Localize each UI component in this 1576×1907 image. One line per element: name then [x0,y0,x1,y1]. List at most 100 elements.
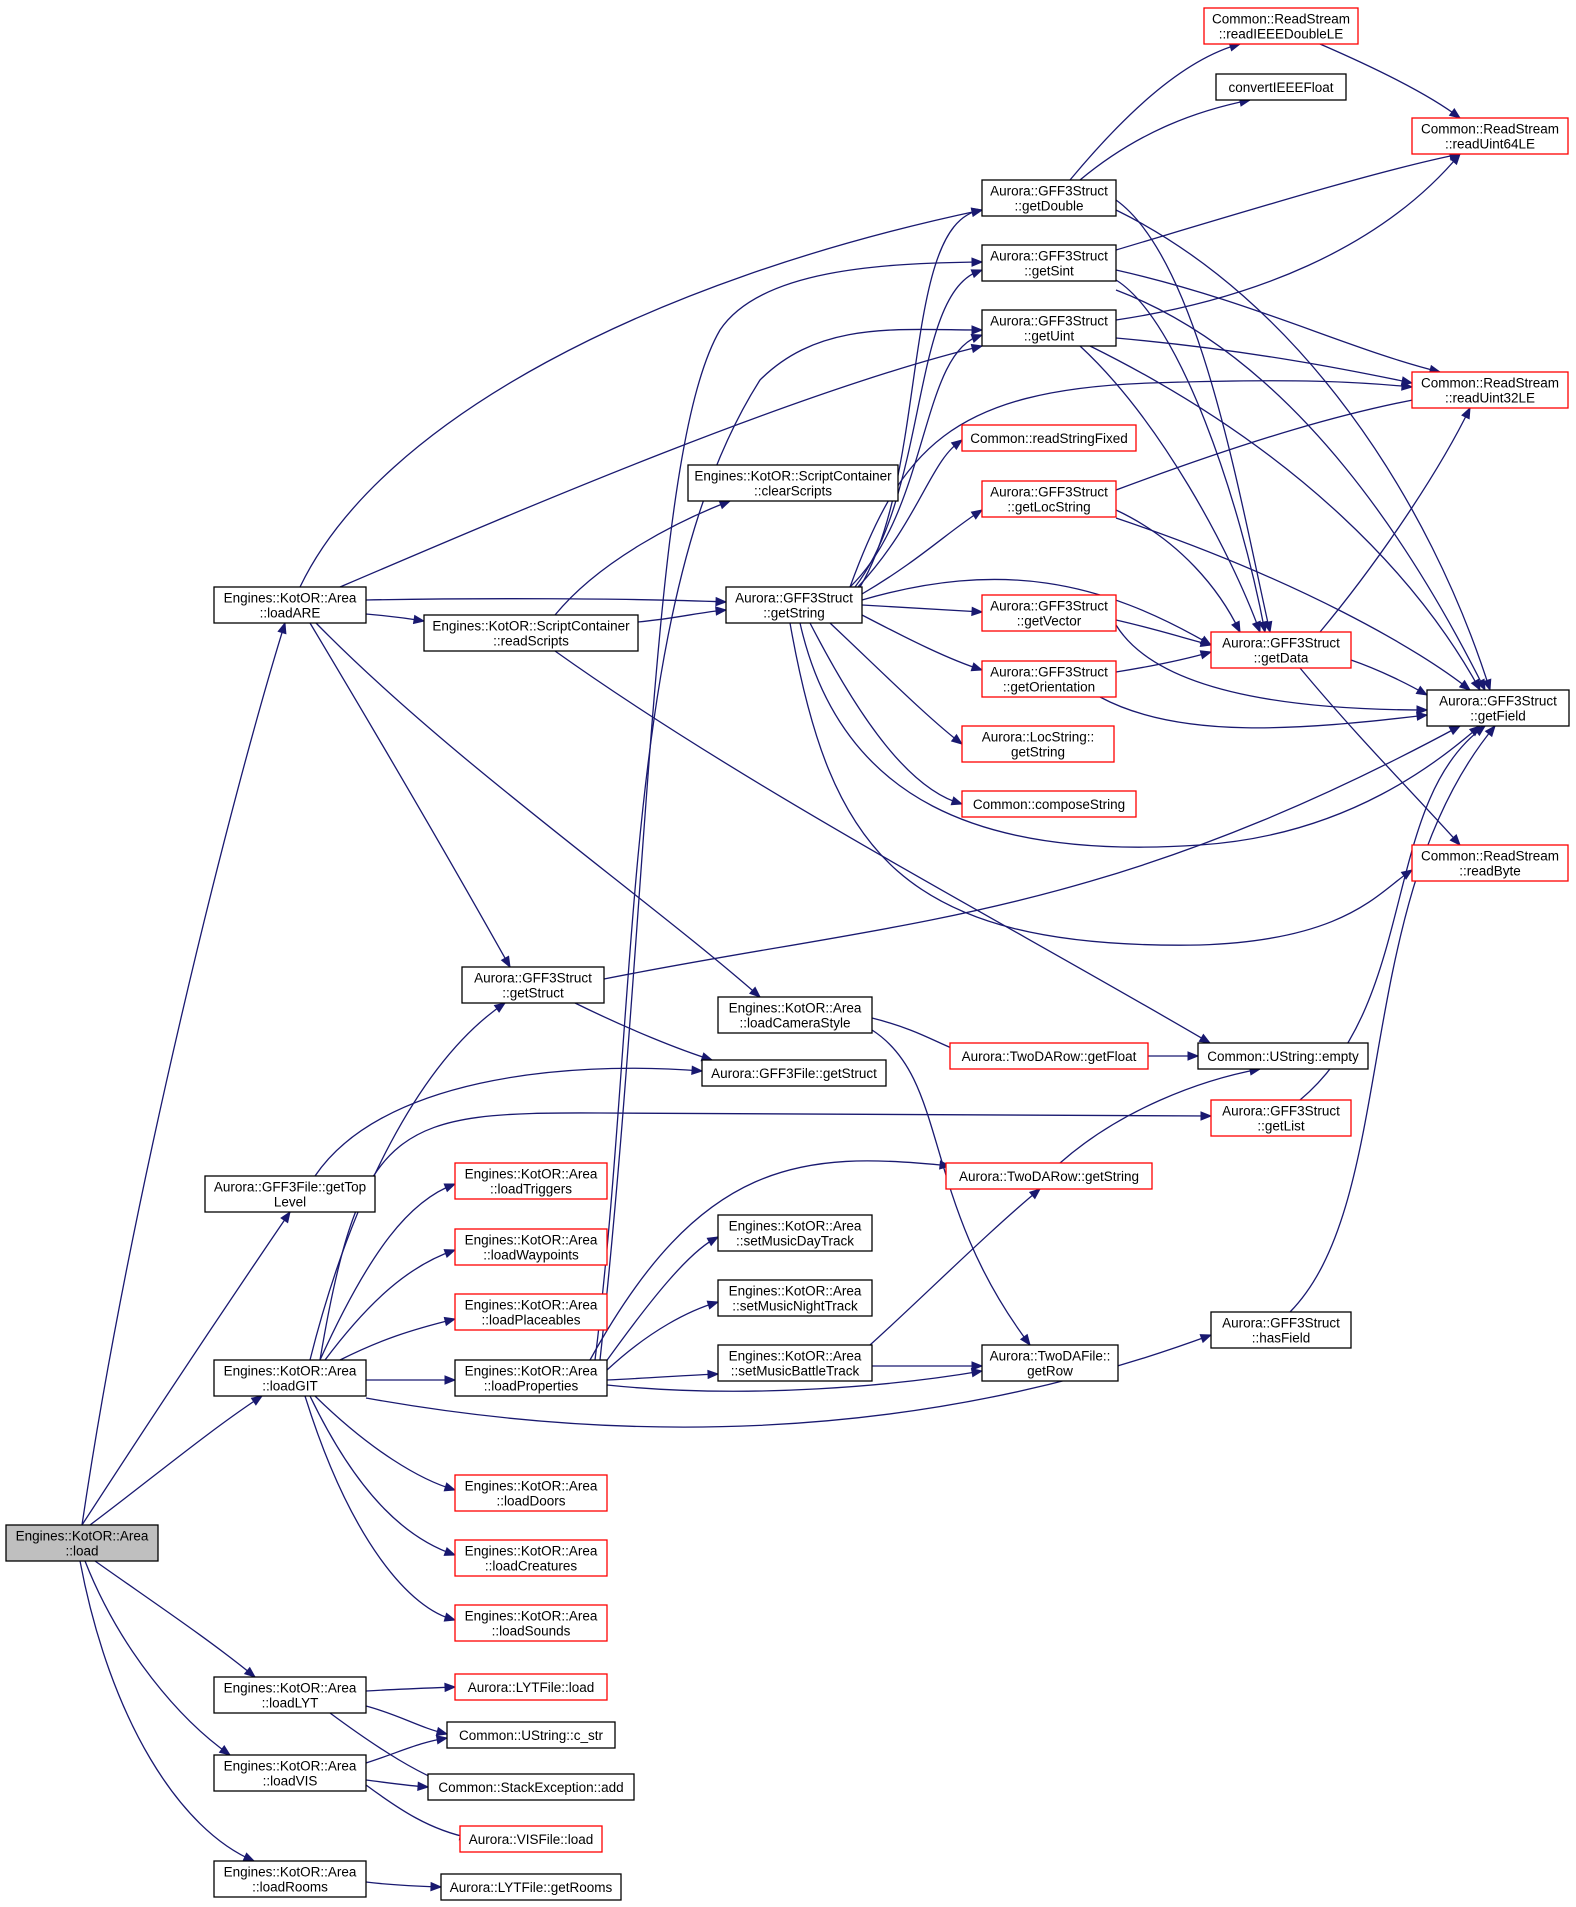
node-lytLoad[interactable]: Aurora::LYTFile::load [454,1673,608,1701]
node-loadWaypoints[interactable]: Engines::KotOR::Area::loadWaypoints [454,1228,608,1266]
node-loadLYT[interactable]: Engines::KotOR::Area::loadLYT [213,1676,367,1714]
node-locGetString[interactable]: Aurora::LocString::getString [961,725,1115,763]
node-box[interactable] [981,1344,1119,1382]
node-box[interactable] [981,660,1117,698]
node-loadVIS[interactable]: Engines::KotOR::Area::loadVIS [213,1754,367,1792]
node-box[interactable] [5,1524,159,1562]
node-readByte[interactable]: Common::ReadStream::readByte [1411,844,1569,882]
node-box[interactable] [945,1162,1153,1190]
node-convertIEEE[interactable]: convertIEEEFloat [1215,73,1347,101]
node-box[interactable] [454,1474,608,1512]
node-loadDoors[interactable]: Engines::KotOR::Area::loadDoors [454,1474,608,1512]
node-box[interactable] [687,464,899,502]
node-loadPlaceables[interactable]: Engines::KotOR::Area::loadPlaceables [454,1293,608,1331]
node-box[interactable] [961,725,1115,763]
node-clearScripts[interactable]: Engines::KotOR::ScriptContainer::clearSc… [687,464,899,502]
node-box[interactable] [461,966,605,1004]
node-box[interactable] [1215,73,1347,101]
node-box[interactable] [717,996,873,1034]
node-box[interactable] [961,790,1137,818]
node-getRow[interactable]: Aurora::TwoDAFile::getRow [981,1344,1119,1382]
node-box[interactable] [446,1721,616,1749]
node-area_load[interactable]: Engines::KotOR::Area::load [5,1524,159,1562]
node-readScripts[interactable]: Engines::KotOR::ScriptContainer::readScr… [423,614,639,652]
node-setBattle[interactable]: Engines::KotOR::Area::setMusicBattleTrac… [717,1344,873,1382]
node-box[interactable] [213,1860,367,1898]
node-readUint32[interactable]: Common::ReadStream::readUint32LE [1411,371,1569,409]
node-loadGIT[interactable]: Engines::KotOR::Area::loadGIT [213,1359,367,1397]
node-box[interactable] [423,614,639,652]
node-getSint[interactable]: Aurora::GFF3Struct::getSint [981,244,1117,282]
node-loadCreatures[interactable]: Engines::KotOR::Area::loadCreatures [454,1539,608,1577]
node-box[interactable] [1411,117,1569,155]
node-getUint[interactable]: Aurora::GFF3Struct::getUint [981,309,1117,347]
node-stackAdd[interactable]: Common::StackException::add [427,1773,635,1801]
node-getStruct[interactable]: Aurora::GFF3Struct::getStruct [461,966,605,1004]
node-box[interactable] [981,480,1117,518]
node-rowGetString[interactable]: Aurora::TwoDARow::getString [945,1162,1153,1190]
node-box[interactable] [961,424,1137,452]
node-box[interactable] [1210,1099,1352,1137]
node-getString[interactable]: Aurora::GFF3Struct::getString [725,586,863,624]
node-box[interactable] [981,309,1117,347]
node-box[interactable] [454,1293,608,1331]
node-readUint64[interactable]: Common::ReadStream::readUint64LE [1411,117,1569,155]
node-getRooms[interactable]: Aurora::LYTFile::getRooms [440,1873,622,1901]
node-box[interactable] [1210,631,1352,669]
node-loadCameraStyle[interactable]: Engines::KotOR::Area::loadCameraStyle [717,996,873,1034]
node-box[interactable] [213,1359,367,1397]
node-getFloat[interactable]: Aurora::TwoDARow::getFloat [949,1042,1149,1070]
node-getLocString[interactable]: Aurora::GFF3Struct::getLocString [981,480,1117,518]
node-box[interactable] [725,586,863,624]
node-box[interactable] [981,244,1117,282]
node-box[interactable] [981,179,1117,217]
node-box[interactable] [454,1604,608,1642]
node-box[interactable] [454,1673,608,1701]
node-box[interactable] [454,1359,608,1397]
node-box[interactable] [701,1059,887,1087]
node-box[interactable] [459,1825,603,1853]
node-box[interactable] [454,1539,608,1577]
node-box[interactable] [1197,1042,1369,1070]
node-box[interactable] [1411,371,1569,409]
node-box[interactable] [454,1228,608,1266]
node-cstr[interactable]: Common::UString::c_str [446,1721,616,1749]
node-box[interactable] [1203,7,1359,45]
node-box[interactable] [454,1162,608,1200]
node-box[interactable] [717,1344,873,1382]
node-getField[interactable]: Aurora::GFF3Struct::getField [1426,689,1570,727]
node-readStringFixed[interactable]: Common::readStringFixed [961,424,1137,452]
node-loadTriggers[interactable]: Engines::KotOR::Area::loadTriggers [454,1162,608,1200]
node-box[interactable] [1411,844,1569,882]
node-box[interactable] [717,1214,873,1252]
node-box[interactable] [213,586,367,624]
node-getDouble[interactable]: Aurora::GFF3Struct::getDouble [981,179,1117,217]
node-box[interactable] [949,1042,1149,1070]
node-getList[interactable]: Aurora::GFF3Struct::getList [1210,1099,1352,1137]
node-loadARE[interactable]: Engines::KotOR::Area::loadARE [213,586,367,624]
node-loadProperties[interactable]: Engines::KotOR::Area::loadProperties [454,1359,608,1397]
node-loadRooms[interactable]: Engines::KotOR::Area::loadRooms [213,1860,367,1898]
node-getVector[interactable]: Aurora::GFF3Struct::getVector [981,594,1117,632]
node-loadSounds[interactable]: Engines::KotOR::Area::loadSounds [454,1604,608,1642]
node-box[interactable] [1426,689,1570,727]
node-composeString[interactable]: Common::composeString [961,790,1137,818]
node-box[interactable] [440,1873,622,1901]
node-box[interactable] [981,594,1117,632]
node-getOrientation[interactable]: Aurora::GFF3Struct::getOrientation [981,660,1117,698]
node-visLoad[interactable]: Aurora::VISFile::load [459,1825,603,1853]
node-box[interactable] [213,1754,367,1792]
node-setNight[interactable]: Engines::KotOR::Area::setMusicNightTrack [717,1279,873,1317]
node-box[interactable] [1210,1311,1352,1349]
node-box[interactable] [204,1175,376,1213]
node-box[interactable] [427,1773,635,1801]
node-hasField[interactable]: Aurora::GFF3Struct::hasField [1210,1311,1352,1349]
node-getData[interactable]: Aurora::GFF3Struct::getData [1210,631,1352,669]
node-gffGetStruct[interactable]: Aurora::GFF3File::getStruct [701,1059,887,1087]
node-empty[interactable]: Common::UString::empty [1197,1042,1369,1070]
node-readIEEE[interactable]: Common::ReadStream::readIEEEDoubleLE [1203,7,1359,45]
node-box[interactable] [213,1676,367,1714]
node-setDay[interactable]: Engines::KotOR::Area::setMusicDayTrack [717,1214,873,1252]
node-box[interactable] [717,1279,873,1317]
